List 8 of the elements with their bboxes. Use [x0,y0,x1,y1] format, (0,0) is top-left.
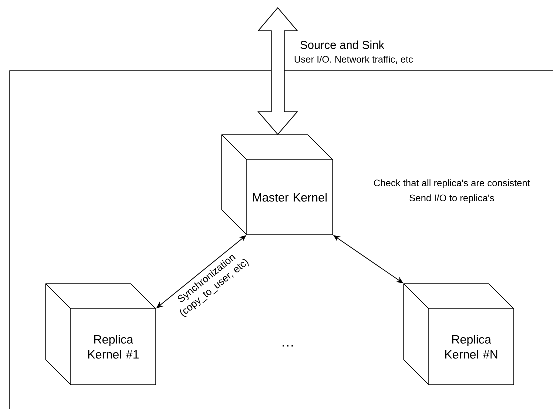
note-text: Send I/O to replica's [410,194,494,204]
cube-box: Replica Kernel #1 [46,284,156,386]
note-text: Check that all replica's are consistent [374,180,530,188]
cube-box: Master Kernel [222,134,334,236]
subtitle-text: User I/O. Network traffic, etc [294,56,414,64]
ellipsis: … [282,345,294,347]
title-text: Source and Sink [300,40,385,50]
cube-box: Replica Kernel #N [404,284,514,386]
